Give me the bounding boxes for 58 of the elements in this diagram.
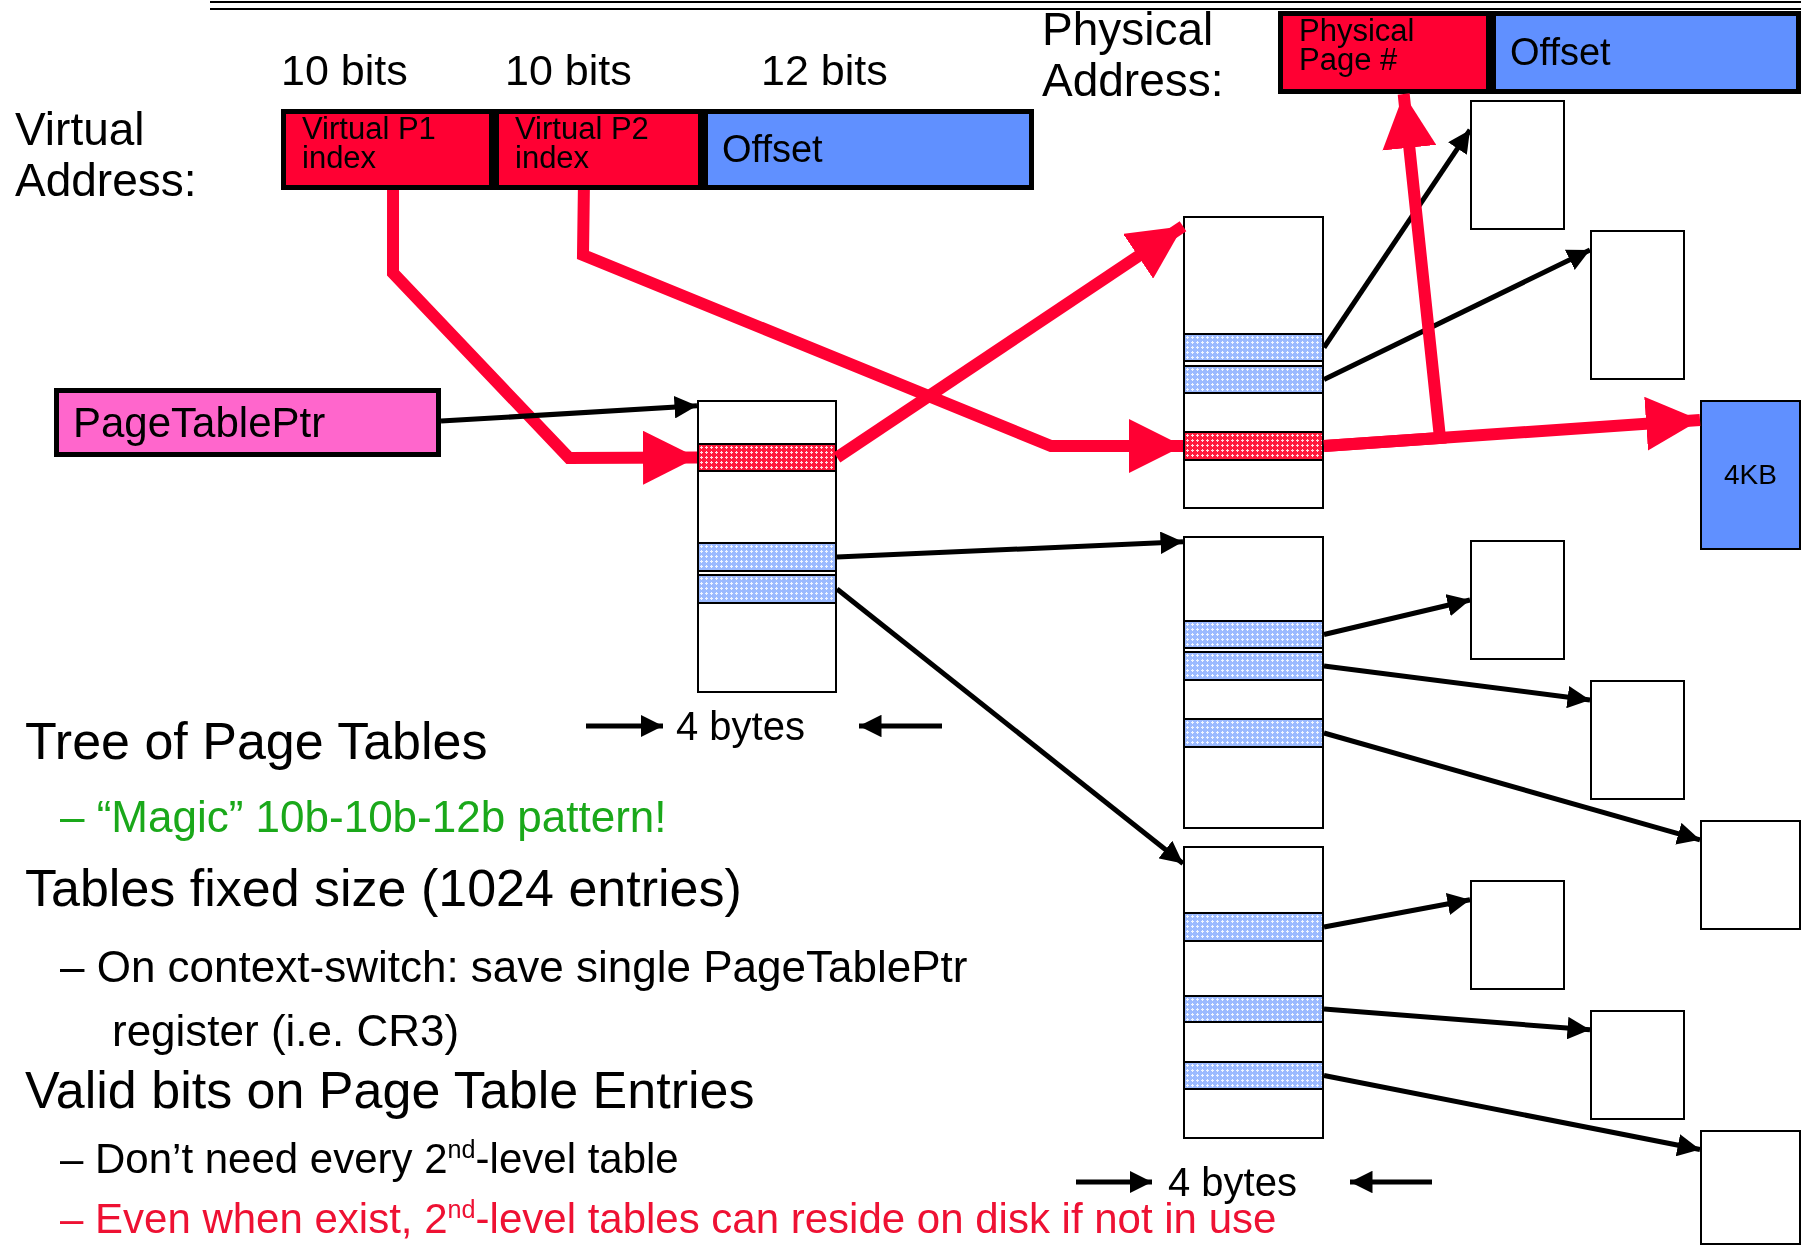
- page-table: [1183, 216, 1324, 509]
- bit-width-label: 10 bits: [281, 47, 408, 95]
- arrow: [833, 221, 1187, 463]
- memory-page: 4KB: [1700, 400, 1801, 550]
- bullet-point: – Don’t need every 2$^{nd}$-level table: [60, 1136, 679, 1183]
- arrow: [387, 190, 698, 485]
- arrow: [440, 395, 698, 424]
- table-entry: [697, 542, 837, 572]
- arrow: [1322, 247, 1592, 382]
- arrow: [1323, 1073, 1701, 1157]
- arrow: [576, 189, 1183, 473]
- page-table: [697, 400, 837, 693]
- address-field: Virtual P1 index: [281, 109, 494, 190]
- arrow: [1323, 663, 1591, 709]
- register-box: PageTablePtr: [54, 388, 441, 457]
- arrow: [1323, 594, 1471, 637]
- memory-page: [1590, 230, 1685, 380]
- arrow: [836, 531, 1184, 560]
- arrow: [1323, 892, 1471, 930]
- memory-page: [1470, 880, 1565, 990]
- table-entry: [1183, 651, 1324, 681]
- bit-width-label: 10 bits: [505, 47, 632, 95]
- memory-page: [1470, 540, 1565, 660]
- bullet-heading: Tree of Page Tables: [25, 713, 488, 771]
- address-field: Offset: [703, 109, 1034, 190]
- table-entry: [1183, 718, 1324, 748]
- table-entry: [1183, 365, 1324, 394]
- address-field: Physical Page #: [1278, 11, 1491, 94]
- table-entry: [1183, 995, 1324, 1023]
- dimension-label: 4 bytes: [676, 704, 805, 748]
- address-field: Virtual P2 index: [494, 109, 703, 190]
- arrow: [835, 587, 1185, 866]
- memory-page: [1590, 680, 1685, 800]
- table-entry: [1183, 912, 1324, 942]
- table-entry: [697, 574, 837, 604]
- table-entry: [1183, 620, 1324, 649]
- address-label: Physical Address:: [1042, 4, 1225, 106]
- bullet-point: – “Magic” 10b-10b-12b pattern!: [60, 793, 667, 842]
- table-entry: [1183, 333, 1324, 362]
- memory-page: [1590, 1010, 1685, 1120]
- bullet-heading: Tables fixed size (1024 entries): [25, 860, 742, 918]
- address-field: Offset: [1491, 11, 1801, 94]
- bullet-heading: Valid bits on Page Table Entries: [25, 1062, 755, 1120]
- arrow: [1323, 1006, 1591, 1040]
- page-table: [1183, 846, 1324, 1139]
- table-entry: [1183, 431, 1324, 461]
- address-label: Virtual Address:: [15, 104, 198, 206]
- table-entry: [1183, 1061, 1324, 1090]
- memory-page: [1700, 820, 1801, 930]
- arrow: [1321, 128, 1473, 349]
- arrow: [1323, 730, 1701, 845]
- bit-width-label: 12 bits: [761, 47, 888, 95]
- page-table: [1183, 536, 1324, 829]
- memory-page: [1700, 1130, 1801, 1245]
- bullet-point: – On context-switch: save single PageTablePtr register (i.e. CR3): [60, 941, 969, 1057]
- arrow: [1323, 93, 1447, 452]
- memory-page: [1470, 100, 1565, 230]
- table-entry: [697, 443, 837, 472]
